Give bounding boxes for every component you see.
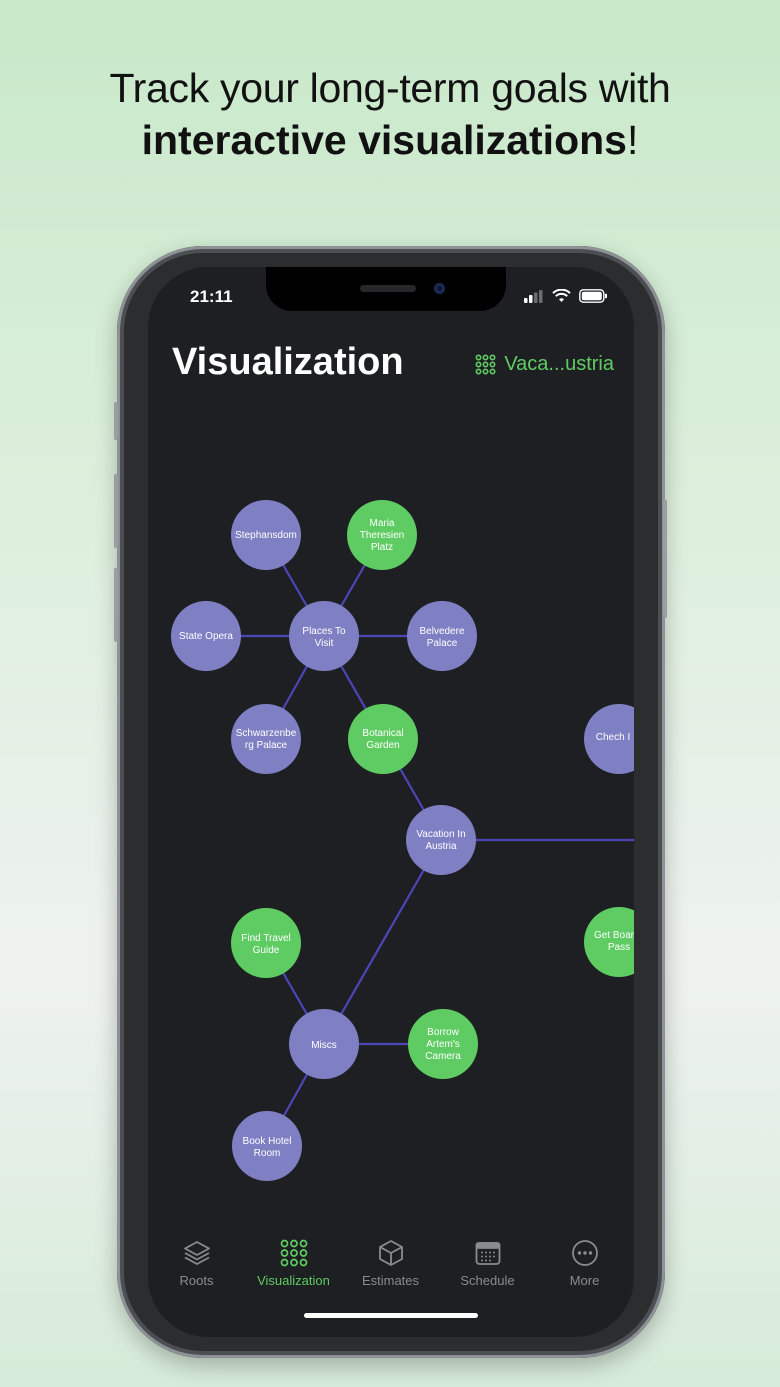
node-label: Find Travel	[241, 933, 290, 944]
node-label: Belvedere	[419, 626, 464, 637]
goal-selector[interactable]: Vaca...ustria	[475, 353, 614, 376]
tab-label: Roots	[179, 1273, 214, 1288]
node-label: Pass	[608, 942, 630, 953]
node-label: Theresien	[360, 530, 404, 541]
page-title: Visualization	[172, 341, 404, 383]
node-places-to-visit[interactable]: Places To Visit	[289, 601, 359, 671]
layers-icon	[183, 1241, 210, 1265]
signal-icon	[524, 289, 543, 303]
cube-icon	[378, 1240, 403, 1266]
node-label: Room	[254, 1148, 281, 1159]
tab-label: Schedule	[460, 1273, 515, 1288]
node-state-opera[interactable]: State Opera	[171, 601, 241, 671]
node-label: Austria	[425, 841, 457, 852]
tab-estimates[interactable]: Estimates	[342, 1237, 439, 1288]
front-camera	[434, 283, 445, 294]
node-maria-theresien-platz[interactable]: Maria Theresien Platz	[347, 500, 417, 570]
home-indicator[interactable]	[304, 1313, 478, 1318]
node-label: Places To	[302, 626, 346, 637]
volume-down-button	[114, 568, 118, 642]
app-screen: Stephansdom Maria Theresien Platz State …	[148, 267, 634, 1337]
node-label: Visit	[315, 638, 334, 649]
node-book-hotel-room[interactable]: Book Hotel Room	[232, 1111, 302, 1181]
tab-label: Visualization	[257, 1273, 330, 1288]
battery-icon	[579, 289, 607, 303]
edge	[323, 839, 442, 1045]
node-label: Botanical	[362, 728, 403, 739]
grid-dots-icon	[280, 1239, 307, 1267]
headline-line1: Track your long-term goals with	[109, 65, 671, 111]
node-label: Stephansdom	[235, 530, 297, 541]
headline-bold: interactive visualizations	[141, 117, 627, 163]
node-get-boarding-pass[interactable]: Get Boar Pass	[584, 907, 634, 977]
node-label: Artem's	[426, 1039, 460, 1050]
node-stephansdom[interactable]: Stephansdom	[231, 500, 301, 570]
node-label: Maria	[369, 518, 394, 529]
goal-graph[interactable]: Stephansdom Maria Theresien Platz State …	[148, 267, 634, 1237]
node-label: Garden	[366, 740, 399, 751]
node-belvedere-palace[interactable]: Belvedere Palace	[407, 601, 477, 671]
node-label: Vacation In	[416, 829, 465, 840]
node-label: Camera	[425, 1051, 461, 1062]
node-label: Miscs	[311, 1040, 337, 1051]
headline-end: !	[626, 117, 639, 163]
tab-schedule[interactable]: Schedule	[439, 1237, 536, 1288]
node-label: Schwarzenbe	[236, 728, 297, 739]
node-label: Borrow	[427, 1027, 459, 1038]
goal-selector-label: Vaca...ustria	[504, 353, 614, 375]
tab-more[interactable]: More	[536, 1237, 633, 1288]
node-borrow-camera[interactable]: Borrow Artem's Camera	[408, 1009, 478, 1079]
node-miscs[interactable]: Miscs	[289, 1009, 359, 1079]
mute-switch	[114, 402, 118, 440]
tab-visualization[interactable]: Visualization	[245, 1237, 342, 1288]
node-label: Platz	[371, 542, 393, 553]
node-botanical-garden[interactable]: Botanical Garden	[348, 704, 418, 774]
speaker	[360, 285, 416, 292]
node-find-travel-guide[interactable]: Find Travel Guide	[231, 908, 301, 978]
notch	[266, 267, 506, 311]
wifi-icon	[552, 289, 571, 302]
node-vacation-in-austria[interactable]: Vacation In Austria	[406, 805, 476, 875]
volume-up-button	[114, 474, 118, 548]
more-circle-icon	[571, 1240, 598, 1266]
headline-line2: interactive visualizations!	[0, 114, 780, 166]
tab-bar: Roots Visualization Estimates	[148, 1237, 634, 1297]
tab-label: Estimates	[361, 1273, 420, 1288]
node-label: Book Hotel	[243, 1136, 292, 1147]
power-button	[663, 500, 667, 618]
tab-label: More	[569, 1273, 600, 1288]
node-schwarzenberg-palace[interactable]: Schwarzenbe rg Palace	[231, 704, 301, 774]
status-icons	[524, 289, 608, 303]
node-label: Chech I	[596, 732, 630, 743]
node-check-in[interactable]: Chech I	[584, 704, 634, 774]
node-label: State Opera	[179, 631, 233, 642]
calendar-icon	[475, 1242, 500, 1265]
tab-roots[interactable]: Roots	[148, 1237, 245, 1288]
grid-dots-icon	[475, 354, 496, 375]
graph-nodes: Stephansdom Maria Theresien Platz State …	[171, 500, 634, 1181]
node-label: Get Boar	[594, 930, 634, 941]
status-time: 21:11	[190, 287, 233, 306]
node-label: rg Palace	[245, 740, 288, 751]
node-label: Guide	[253, 945, 280, 956]
headline: Track your long-term goals with interact…	[0, 62, 780, 166]
node-label: Palace	[427, 638, 458, 649]
